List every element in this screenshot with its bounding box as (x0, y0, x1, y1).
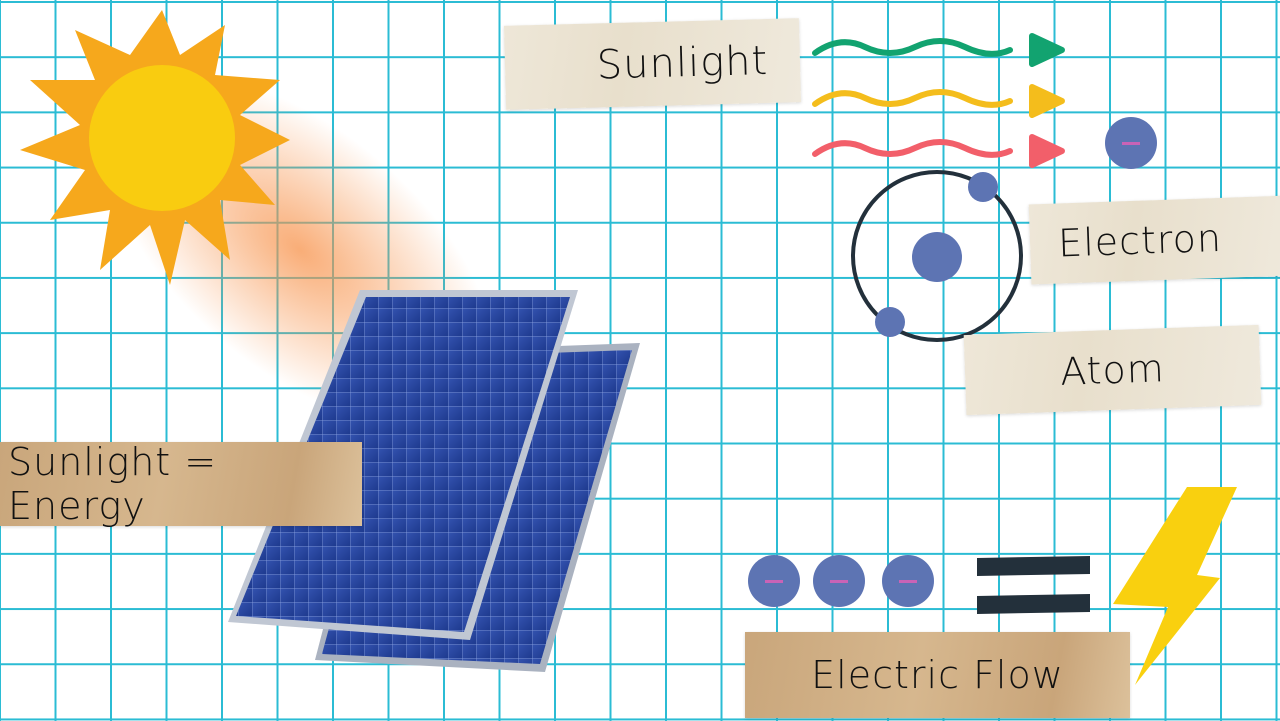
label-sunlight: Sunlight (503, 18, 802, 110)
sunlight-waves (812, 33, 1065, 168)
atom-icon (851, 170, 1023, 342)
sun-icon (20, 10, 290, 285)
lightning-icon (1113, 487, 1237, 685)
label-sunlight-energy: Sunlight = Energy (0, 440, 362, 528)
electron-icon (1105, 117, 1157, 169)
label-atom: Atom (963, 324, 1262, 416)
label-electric-flow: Electric Flow (745, 632, 1130, 718)
electron-row (748, 555, 934, 607)
equals-sign (977, 556, 1090, 614)
label-electron: Electron (1028, 195, 1280, 285)
solar-panel-icon (228, 290, 640, 672)
